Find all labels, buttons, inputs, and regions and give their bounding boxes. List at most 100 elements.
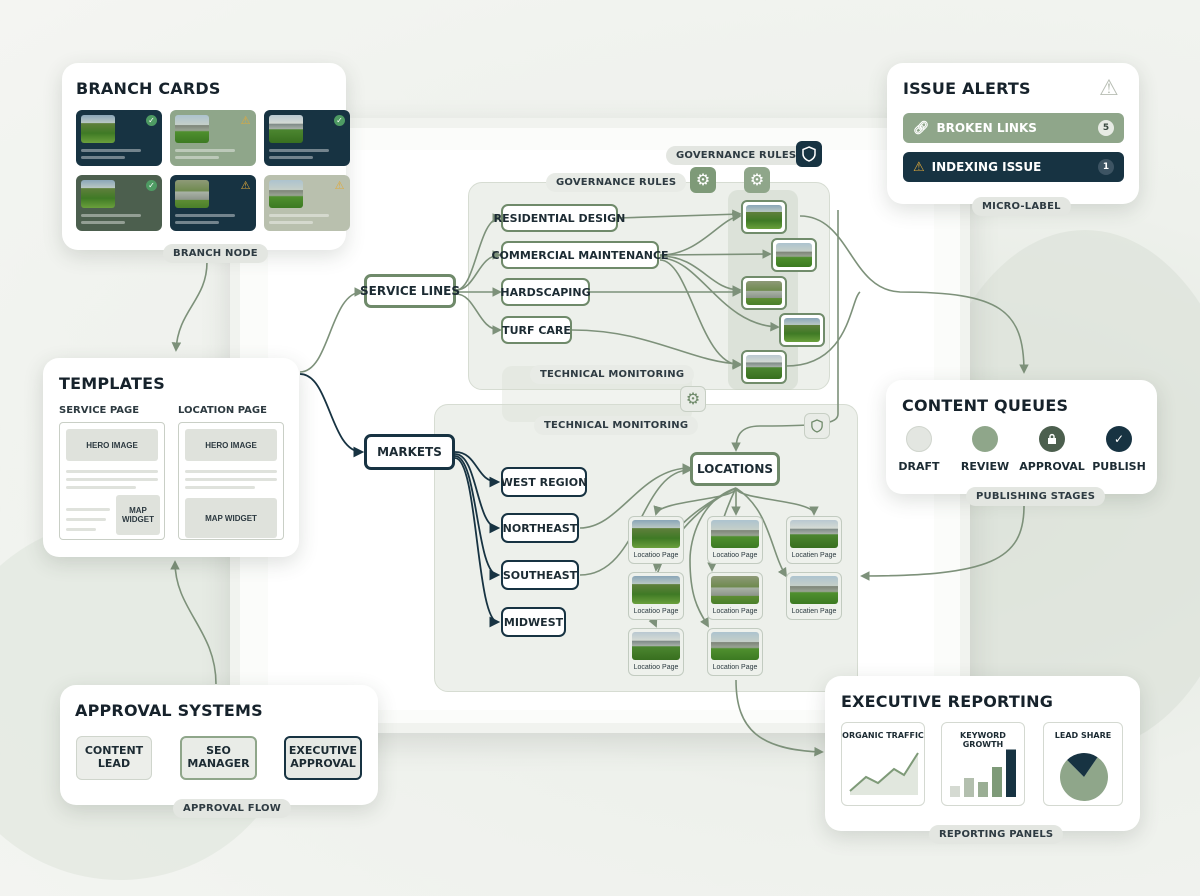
service-hardscaping[interactable]: Hardscaping	[500, 278, 591, 306]
panel-title: Keyword Growth	[960, 731, 1006, 749]
indexing-issue-alert[interactable]: ⚠ Indexing Issue 1	[903, 152, 1124, 182]
branch-card[interactable]: ⚠	[170, 110, 256, 166]
content-queues-title: Content Queues	[902, 396, 1069, 415]
queue-step-approval[interactable]: Approval	[1019, 426, 1085, 473]
publishing-stages-label: Publishing Stages	[966, 487, 1106, 506]
alert-count: 5	[1098, 120, 1114, 136]
location-page-label: Locatien Page	[791, 552, 837, 559]
check-icon: ✓	[146, 115, 157, 126]
branch-card[interactable]: ✓	[76, 175, 162, 231]
keyword-growth-panel[interactable]: Keyword Growth	[941, 722, 1025, 806]
location-page-card[interactable]: Location Page	[707, 628, 763, 676]
warning-icon: ⚠	[240, 115, 251, 127]
step-label: Publish	[1092, 460, 1146, 473]
templates-title: Templates	[59, 374, 165, 393]
issue-alerts-panel: Issue Alerts ⚠ 🔗︎ Broken Links 5 ⚠ Index…	[887, 63, 1139, 204]
branch-card[interactable]: ⚠	[170, 175, 256, 231]
lock-icon	[1039, 426, 1065, 452]
service-residential-design[interactable]: Residential Design	[494, 204, 625, 232]
queue-step-publish[interactable]: ✓ Publish	[1092, 426, 1146, 473]
organic-traffic-line-chart	[849, 752, 919, 795]
step-label: Review	[960, 460, 1010, 473]
warning-icon: ⚠	[240, 180, 251, 192]
link-icon: 🔗︎	[913, 120, 930, 136]
location-page-label: Locatioo Page	[633, 664, 679, 671]
shield-icon[interactable]	[796, 141, 822, 167]
hero-image-block: Hero Image	[66, 429, 158, 461]
warning-icon: ⚠	[1099, 75, 1119, 100]
governance-rules-zone-label: Governance Rules	[546, 173, 687, 192]
location-page-label: Location Page	[712, 664, 758, 671]
content-queues-panel: Content Queues Draft Review Approval ✓ P…	[886, 380, 1157, 494]
location-page-card[interactable]: Locatioo Page	[628, 516, 684, 564]
service-thumbnail[interactable]	[741, 276, 787, 310]
region-northeast[interactable]: Northeast	[501, 513, 579, 543]
technical-monitoring-label: Technical Monitoring	[534, 416, 699, 435]
branch-card[interactable]: ⚠	[264, 175, 350, 231]
technical-monitoring-label: Technical Monitoring	[530, 365, 695, 384]
region-southeast[interactable]: Southeast	[501, 560, 579, 590]
queue-step-draft[interactable]: Draft	[896, 426, 942, 473]
service-turf-care[interactable]: Turf Care	[501, 316, 572, 344]
region-west[interactable]: West Region	[501, 467, 587, 497]
location-page-template[interactable]: Hero Image Map Widget	[178, 422, 284, 540]
keyword-bar	[950, 786, 960, 797]
lead-share-panel[interactable]: Lead Share	[1043, 722, 1123, 806]
alert-label: Indexing Issue	[931, 160, 1042, 174]
location-page-card[interactable]: Locatioo Page	[628, 628, 684, 676]
alert-count: 1	[1098, 159, 1114, 175]
templates-panel: Templates Service Page Location Page Her…	[43, 358, 299, 557]
location-page-card[interactable]: Locatien Page	[786, 572, 842, 620]
panel-title: Organic Traffic	[842, 731, 924, 740]
gear-icon[interactable]: ⚙	[680, 386, 706, 412]
branch-photo	[269, 180, 303, 208]
gear-cycle-icon[interactable]: ⚙	[744, 167, 770, 193]
branch-cards-panel: Branch Cards ✓ ⚠ ✓ ✓ ⚠ ⚠	[62, 63, 350, 250]
service-lines-node[interactable]: Service Lines	[360, 274, 460, 308]
queue-step-review[interactable]: Review	[960, 426, 1010, 473]
keyword-bar	[1006, 749, 1016, 797]
approval-flow-label: Approval Flow	[173, 799, 291, 818]
map-widget-block: Map Widget	[116, 495, 160, 535]
branch-card[interactable]: ✓	[76, 110, 162, 166]
location-page-label: Location Page	[178, 405, 267, 416]
service-page-label: Service Page	[59, 405, 140, 416]
service-commercial-maintenance[interactable]: Commercial Maintenance	[491, 241, 669, 269]
locations-node[interactable]: Locations	[690, 452, 780, 486]
service-thumbnail[interactable]	[779, 313, 825, 347]
approval-systems-title: Approval Systems	[75, 701, 263, 720]
shield-icon[interactable]	[804, 413, 830, 439]
gear-icon[interactable]: ⚙	[690, 167, 716, 193]
reporting-panels-label: Reporting Panels	[929, 825, 1064, 844]
check-icon: ✓	[1106, 426, 1132, 452]
map-widget-block: Map Widget	[185, 498, 277, 538]
service-page-template[interactable]: Hero Image Map Widget	[59, 422, 165, 540]
branch-photo	[175, 115, 209, 143]
location-page-card[interactable]: Location Page	[707, 572, 763, 620]
location-page-label: Locatioo Page	[712, 552, 758, 559]
location-page-card[interactable]: Locatioo Page	[628, 572, 684, 620]
pie-slice	[1060, 757, 1108, 801]
service-thumbnail[interactable]	[771, 238, 817, 272]
step-label: Draft	[898, 460, 940, 473]
service-thumbnail[interactable]	[741, 200, 787, 234]
location-page-label: Locatioo Page	[633, 552, 679, 559]
region-midwest[interactable]: Midwest	[501, 607, 566, 637]
executive-approval-step[interactable]: Executive Approval	[284, 736, 362, 780]
markets-node[interactable]: Markets	[364, 434, 455, 470]
broken-links-alert[interactable]: 🔗︎ Broken Links 5	[903, 113, 1124, 143]
organic-traffic-panel[interactable]: Organic Traffic	[841, 722, 925, 806]
keyword-growth-bar-chart	[950, 749, 1016, 797]
check-icon: ✓	[146, 180, 157, 191]
executive-reporting-title: Executive Reporting	[841, 692, 1054, 711]
branch-card[interactable]: ✓	[264, 110, 350, 166]
location-page-label: Location Page	[712, 608, 758, 615]
location-page-card[interactable]: Locatioo Page	[707, 516, 763, 564]
branch-photo	[175, 180, 209, 208]
service-thumbnail[interactable]	[741, 350, 787, 384]
location-page-card[interactable]: Locatien Page	[786, 516, 842, 564]
branch-node-label: Branch Node	[163, 244, 268, 263]
content-lead-step[interactable]: Content Lead	[76, 736, 152, 780]
seo-manager-step[interactable]: SEO Manager	[180, 736, 257, 780]
issue-alerts-title: Issue Alerts	[903, 79, 1031, 98]
